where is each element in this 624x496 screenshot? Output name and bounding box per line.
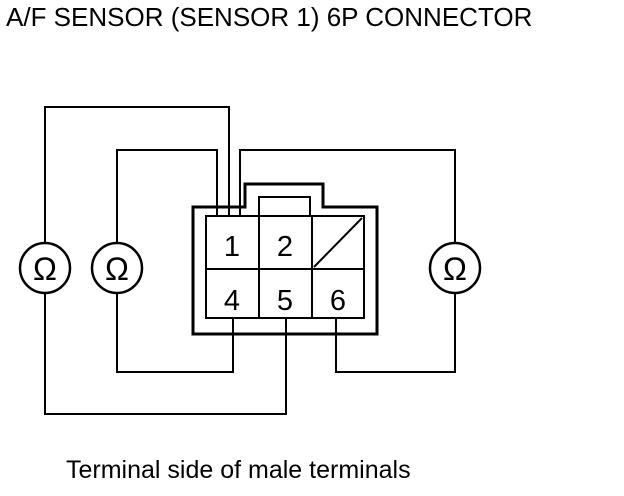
terminal-5-label: 5 — [277, 285, 293, 317]
wire-left-outer-bottom — [44, 290, 287, 415]
terminal-6-label: 6 — [330, 285, 346, 317]
wire-right-bottom — [335, 290, 456, 373]
ohm-icon: Ω — [105, 251, 129, 287]
wire-right-top — [239, 149, 456, 245]
empty-cavity-slash — [313, 217, 363, 268]
terminal-4-label: 4 — [224, 285, 240, 317]
housing-outline — [191, 182, 379, 336]
locking-tab — [258, 196, 311, 216]
wire-left-outer-top — [44, 106, 230, 245]
ohmmeter-circle — [90, 241, 144, 295]
terminal-labels: 1 2 4 5 6 — [224, 231, 346, 317]
wire-left-inner-bottom — [116, 290, 234, 373]
ohmmeter-circle — [428, 241, 482, 295]
terminal-2-label: 2 — [277, 231, 293, 263]
terminal-1-label: 1 — [224, 231, 240, 263]
wire-left-inner-top — [116, 149, 218, 245]
diagram-title: A/F SENSOR (SENSOR 1) 6P CONNECTOR — [6, 2, 533, 32]
ohmmeter-circle — [18, 241, 72, 295]
connector-housing — [191, 182, 379, 336]
wires — [44, 106, 456, 415]
terminal-grid — [205, 215, 365, 319]
diagram-caption: Terminal side of male terminals — [66, 456, 411, 484]
ohmmeter-right: Ω — [428, 241, 482, 295]
ohmmeter-left-inner: Ω — [90, 241, 144, 295]
ohm-icon: Ω — [443, 251, 467, 287]
ohmmeter-left-outer: Ω — [18, 241, 72, 295]
ohm-icon: Ω — [33, 251, 57, 287]
